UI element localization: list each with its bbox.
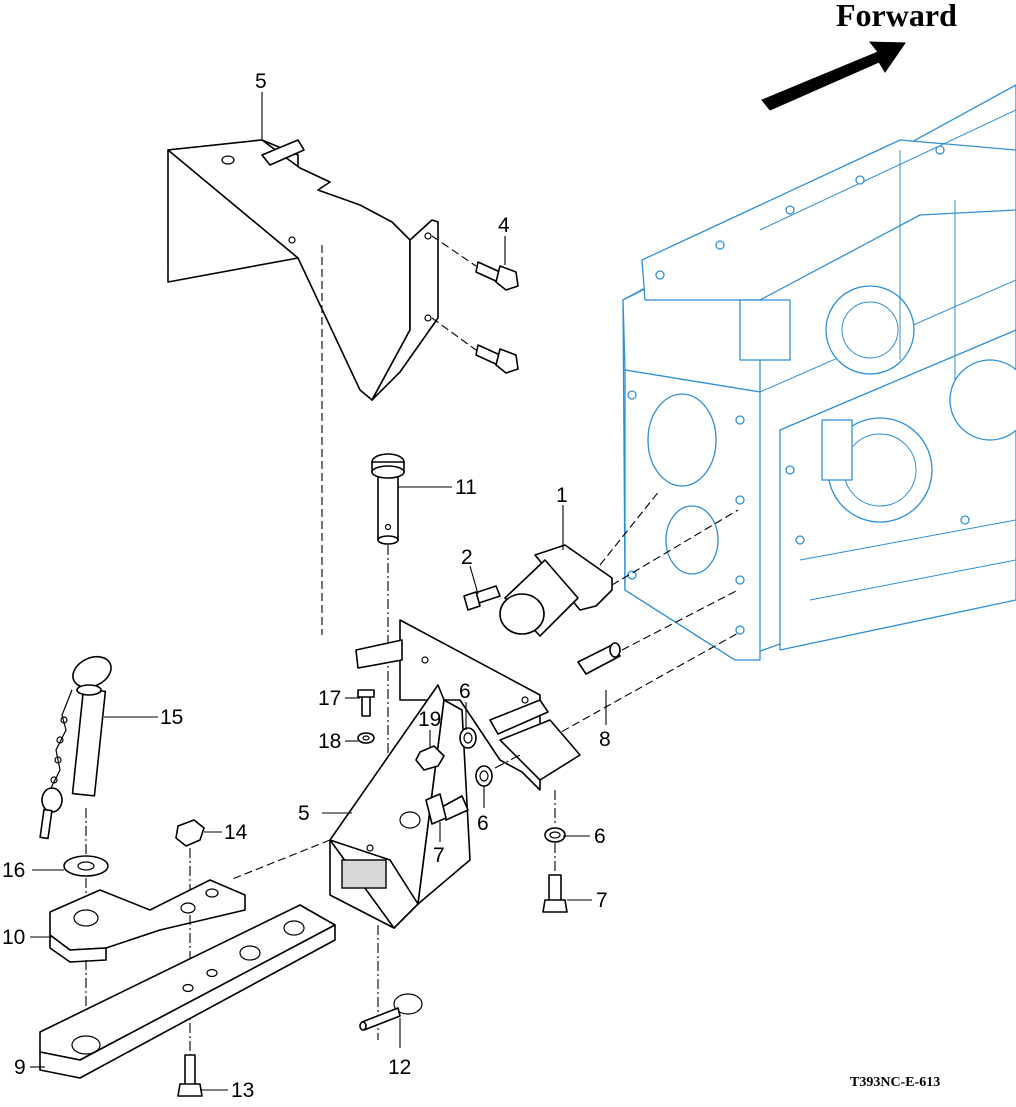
callout-6-middle: 6: [477, 812, 489, 835]
callout-10: 10: [2, 926, 25, 949]
callout-6-lower: 6: [594, 825, 606, 848]
leader-lines: [30, 92, 607, 1091]
callout-7-lower: 7: [596, 889, 608, 912]
callout-18: 18: [318, 730, 341, 753]
part-16-washer: [63, 855, 109, 877]
part-1-pivot-bushing: [499, 544, 613, 637]
part-12-lock-pin: [359, 993, 423, 1031]
part-8-spring-pin: [577, 642, 621, 675]
callout-5: 5: [298, 802, 310, 825]
part-6-washer-upper: [459, 727, 477, 749]
forward-label: Forward: [836, 0, 957, 33]
part-15-pin-with-chain: [39, 655, 112, 840]
callout-17: 17: [318, 687, 341, 710]
part-6-washer-lower: [544, 827, 566, 843]
part-3-guard-plate: [167, 139, 439, 401]
callout-6-upper: 6: [459, 680, 471, 703]
transmission-housing: [622, 84, 1016, 661]
part-11-clevis-pin: [371, 453, 405, 545]
part-18-washer: [357, 732, 375, 744]
callout-4: 4: [498, 214, 510, 237]
callout-14: 14: [224, 821, 248, 844]
forward-arrow-icon: [761, 41, 906, 111]
callout-11: 11: [455, 476, 477, 499]
part-5-bracket: [329, 619, 581, 929]
callout-16: 16: [2, 859, 25, 882]
callout-12: 12: [388, 1056, 411, 1079]
callout-15: 15: [160, 706, 183, 729]
callout-7-upper: 7: [433, 844, 445, 867]
callout-1: 1: [556, 484, 568, 507]
callout-2: 2: [461, 546, 473, 569]
part-10-offset-plate: [49, 879, 246, 963]
callout-13: 13: [231, 1079, 254, 1102]
part-13-bolt: [177, 1054, 203, 1097]
drawing-code: T393NC-E-613: [850, 1075, 940, 1090]
callout-8: 8: [599, 728, 611, 751]
part-19-nut: [415, 745, 445, 771]
callout-3: 5: [255, 70, 267, 93]
callout-9: 9: [14, 1056, 26, 1079]
part-14-nut: [175, 819, 205, 847]
part-17-bolt: [357, 689, 375, 717]
part-6-washer-middle: [475, 765, 493, 787]
part-2-bolt: [463, 585, 501, 611]
part-9-drawbar: [39, 904, 336, 1079]
part-7-bolt-upper: [425, 793, 469, 825]
part-4-bolt-upper: [475, 261, 519, 291]
part-4-bolt-lower: [475, 344, 519, 374]
part-7-bolt-lower: [542, 874, 568, 913]
callout-19: 19: [418, 708, 441, 731]
